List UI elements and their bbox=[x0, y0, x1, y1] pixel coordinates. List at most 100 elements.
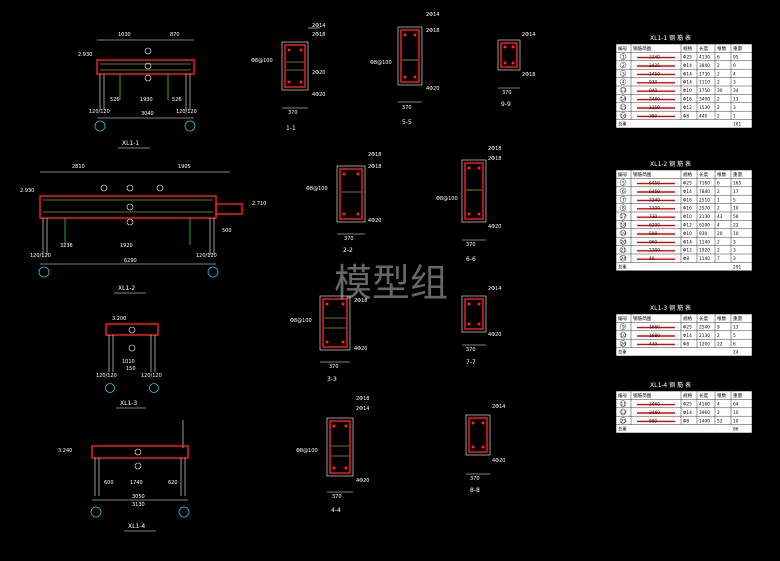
dim-text: 370 bbox=[344, 236, 354, 242]
table-cell: Φ10 bbox=[683, 88, 692, 94]
dim-text: 3040 bbox=[141, 111, 154, 117]
table-cell: 20 bbox=[621, 239, 627, 245]
dim-text: 120/120 bbox=[96, 373, 117, 379]
rebar-text: 4Φ20 bbox=[488, 224, 501, 230]
table-cell: 2540 bbox=[699, 325, 710, 331]
table-cell: 1300 bbox=[649, 248, 660, 254]
table-header-cell: 重量 bbox=[733, 45, 743, 52]
elevation-text: 2.930 bbox=[78, 52, 92, 58]
rebar-text: 2Φ18 bbox=[368, 164, 381, 170]
table-cell: 20 bbox=[717, 231, 723, 237]
table-cell: Φ12 bbox=[683, 105, 692, 111]
table-cell: 1450 bbox=[649, 71, 660, 77]
table-cell: 10 bbox=[733, 206, 739, 212]
rebar-text: 4Φ20 bbox=[354, 346, 367, 352]
dim-text: 3236 bbox=[60, 243, 73, 249]
table-cell: 5 bbox=[622, 181, 625, 187]
table-cell: 4130 bbox=[699, 55, 710, 61]
table-cell: 1 bbox=[733, 113, 736, 119]
table-cell: Φ14 bbox=[683, 80, 692, 86]
dim-text: 370 bbox=[470, 476, 480, 482]
table-cell: 1400 bbox=[699, 418, 710, 424]
table-cell: 13 bbox=[621, 88, 627, 94]
table-cell: 1 bbox=[622, 55, 625, 61]
rebar-text: 2Φ18 bbox=[312, 32, 325, 38]
table-cell: 22 bbox=[717, 341, 723, 347]
table-cell: 14 bbox=[621, 97, 627, 103]
table-cell: 5 bbox=[733, 333, 736, 339]
table-total-value: 161 bbox=[733, 122, 741, 128]
table-total-value: 291 bbox=[733, 265, 741, 271]
section-title: 5-5 bbox=[402, 119, 412, 126]
row-number-circle bbox=[619, 70, 627, 77]
table-cell: 3 bbox=[733, 248, 736, 254]
table-cell: 40 bbox=[649, 256, 655, 262]
table-cell: 24 bbox=[621, 256, 627, 262]
row-number-circle bbox=[619, 238, 627, 245]
table-header-cell: 钢筋简图 bbox=[633, 171, 652, 178]
table-cell: 960 bbox=[649, 239, 657, 245]
table-title: XL1-1 钢 筋 表 bbox=[650, 34, 691, 42]
table-cell: 18 bbox=[621, 223, 627, 229]
rebar-text: 4Φ20 bbox=[356, 478, 369, 484]
beam-xl1-1-elevation: 1030 870 2.930 526 1930 526 3040 120/120… bbox=[78, 32, 197, 149]
table-total-label: 总重 bbox=[618, 349, 627, 356]
table-cell: 3 bbox=[733, 105, 736, 111]
rebar-text: 2Φ14 bbox=[312, 23, 325, 29]
watermark-text: 模型组 bbox=[334, 261, 448, 305]
table-cell: 10 bbox=[733, 231, 739, 237]
table-cell: 4160 bbox=[699, 402, 710, 408]
table-cell: 2 bbox=[717, 333, 720, 339]
beam-title: XL1-4 bbox=[128, 523, 145, 530]
table-cell: Φ14 bbox=[683, 410, 692, 416]
table-cell: 1140 bbox=[699, 256, 710, 262]
table-cell: 500 bbox=[649, 231, 657, 237]
table-header-cell: 编号 bbox=[618, 392, 628, 399]
table-cell: Φ16 bbox=[683, 206, 692, 212]
section-title: 4-4 bbox=[331, 507, 341, 514]
table-cell: 19 bbox=[621, 231, 627, 237]
rebar-text: 2Φ18 bbox=[522, 72, 535, 78]
table-header-cell: 根数 bbox=[717, 45, 727, 52]
table-cell: 17 bbox=[733, 189, 739, 195]
rebar-text: 2Φ18 bbox=[488, 146, 501, 152]
table-header-cell: 长度 bbox=[699, 171, 709, 178]
table-cell: 2 bbox=[717, 71, 720, 77]
section-title: 2-2 bbox=[343, 247, 353, 254]
table-header-cell: 编号 bbox=[618, 45, 628, 52]
table-cell: 3460 bbox=[649, 410, 660, 416]
table-cell: 2 bbox=[717, 248, 720, 254]
table-cell: 21 bbox=[621, 248, 627, 254]
table-cell: 4 bbox=[717, 402, 720, 408]
table-cell: 930 bbox=[649, 80, 657, 86]
row-number-circle bbox=[619, 340, 627, 347]
rebar-text: Φ8@100 bbox=[296, 448, 318, 454]
table-cell: Φ25 bbox=[683, 402, 692, 408]
table-cell: Φ16 bbox=[683, 97, 692, 103]
table-header-cell: 钢筋简图 bbox=[633, 392, 652, 399]
table-cell: Φ12 bbox=[683, 223, 692, 229]
table-cell: 3460 bbox=[649, 402, 660, 408]
row-number-circle bbox=[619, 212, 627, 220]
section-3-3: 2Φ18 Φ8@100 4Φ20 370 3-3 bbox=[290, 295, 367, 383]
table-cell: Φ10 bbox=[683, 214, 692, 220]
table-cell: 10 bbox=[621, 333, 627, 339]
row-number-circle bbox=[619, 78, 627, 86]
table-cell: 7 bbox=[717, 256, 720, 262]
table-cell: Φ8 bbox=[683, 113, 689, 119]
dim-text: 526 bbox=[172, 97, 182, 103]
table-title: XL1-3 钢 筋 表 bbox=[650, 304, 691, 312]
dim-text: 370 bbox=[502, 90, 512, 96]
table-cell: 95 bbox=[733, 55, 739, 61]
elevation-text: 3.240 bbox=[58, 448, 72, 454]
table-cell: 2130 bbox=[699, 214, 710, 220]
table-cell: 17 bbox=[621, 214, 627, 220]
table-cell: 2570 bbox=[699, 206, 710, 212]
table-header-cell: 规格 bbox=[683, 392, 693, 399]
table-cell: 10 bbox=[733, 410, 739, 416]
table-cell: 6450 bbox=[649, 189, 660, 195]
